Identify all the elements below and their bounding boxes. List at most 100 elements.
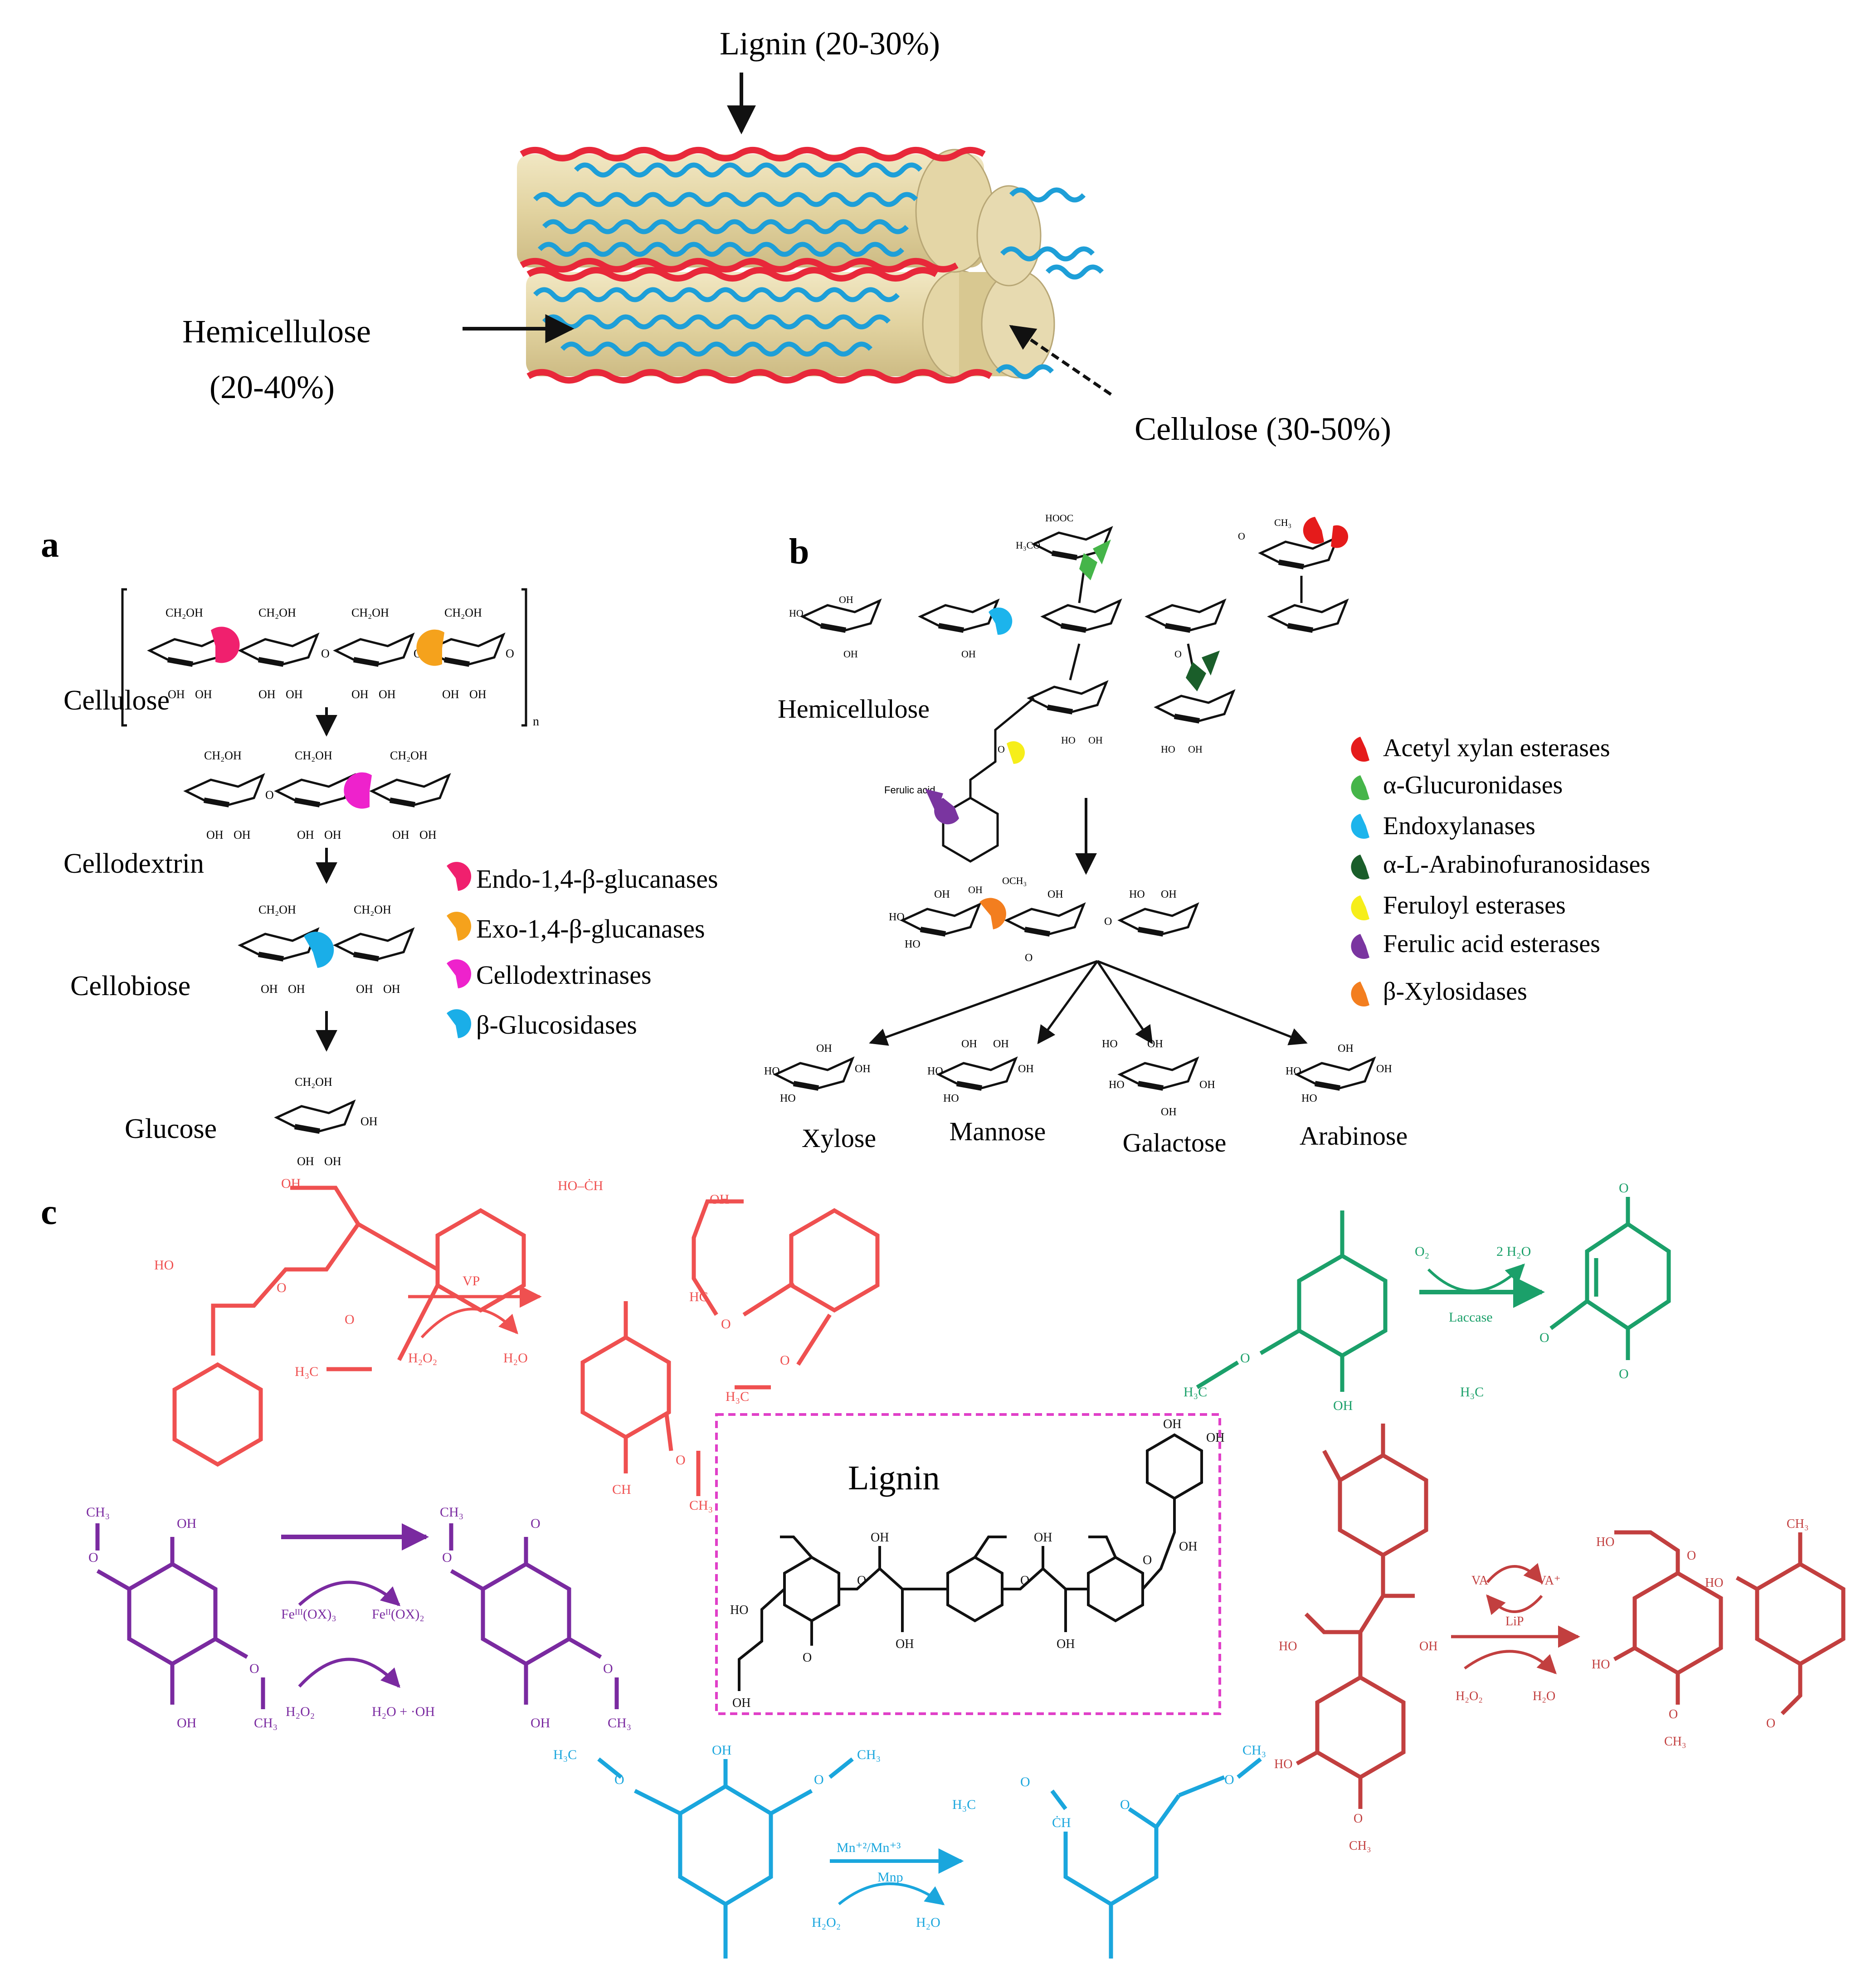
svg-text:O: O xyxy=(277,1280,287,1295)
svg-text:OH: OH xyxy=(839,594,853,605)
svg-text:O: O xyxy=(603,1661,613,1676)
hemicellulose-substrate-label: Hemicellulose xyxy=(778,694,930,724)
svg-text:HO: HO xyxy=(780,1093,796,1104)
svg-text:O: O xyxy=(1143,1553,1152,1567)
svg-text:OH: OH xyxy=(871,1531,889,1545)
endoxylanase-site-icon xyxy=(989,608,1013,635)
panel-c: c xyxy=(41,1176,1843,1959)
svg-text:OH: OH xyxy=(234,828,251,841)
svg-text:O: O xyxy=(265,788,274,802)
product-arabinose-label: Arabinose xyxy=(1300,1121,1408,1151)
glucuronidase-icon xyxy=(1351,775,1369,801)
hemicellulose-structure: HOOC H₃CO CH₃ O HO OH OH OH O O HO OH HO… xyxy=(789,512,1348,895)
svg-text:O: O xyxy=(676,1453,686,1468)
cellulose-label: Cellulose (30-50%) xyxy=(1135,411,1391,447)
svg-text:HO: HO xyxy=(1109,1079,1125,1091)
endo-glucanase-site-icon xyxy=(211,627,240,663)
beta-glucosidase-site-icon xyxy=(304,932,334,968)
mnp-reaction: Mn⁺²/Mn⁺³ Mnp H₂O₂ H₂O H₃C O OH O CH₃ H₃… xyxy=(553,1743,1266,1959)
svg-text:n: n xyxy=(533,715,539,729)
svg-text:O: O xyxy=(1687,1549,1696,1563)
svg-text:O: O xyxy=(1240,1351,1250,1366)
svg-text:HO: HO xyxy=(943,1093,959,1104)
step-cellodextrin-label: Cellodextrin xyxy=(63,848,204,879)
vp-enzyme-label: VP xyxy=(463,1273,480,1288)
svg-text:OH: OH xyxy=(1088,734,1103,746)
panel-b: b HOOC H₃CO CH₃ O HO xyxy=(764,512,1650,1157)
cellulose-pointer xyxy=(1009,325,1112,396)
svg-text:OH: OH xyxy=(297,828,314,841)
exo-glucanase-icon xyxy=(447,912,472,941)
svg-text:HC: HC xyxy=(689,1289,708,1304)
lip-reaction: VA VA⁺ LiP H₂O₂ H₂O HO OH HO O CH₃ HO O … xyxy=(1274,1424,1843,1853)
svg-text:CH₃: CH₃ xyxy=(1349,1839,1371,1853)
laccase-enzyme-label: Laccase xyxy=(1449,1310,1493,1325)
cellodextrinase-site-icon xyxy=(344,772,372,809)
svg-text:O: O xyxy=(1025,952,1033,964)
lignocellulose-fiber-illustration xyxy=(517,147,1104,384)
svg-text:O: O xyxy=(1619,1366,1629,1381)
panel-a: a n CH₂OH CH₂OH CH₂OH CH₂OH OH OH OH OH … xyxy=(41,525,718,1168)
svg-text:OH: OH xyxy=(1179,1540,1197,1554)
lignin-structure-box xyxy=(715,1413,1221,1715)
svg-text:O: O xyxy=(1766,1716,1775,1730)
svg-text:OH: OH xyxy=(392,828,409,841)
svg-text:OH: OH xyxy=(1163,1417,1181,1431)
svg-text:O: O xyxy=(1354,1812,1363,1826)
beta-xylosidase-icon xyxy=(1351,982,1369,1007)
hemicellulose-label-line2: (20-40%) xyxy=(209,369,335,405)
step-cellobiose-label: Cellobiose xyxy=(70,971,190,1001)
lignin-polymer-structure xyxy=(738,1433,1203,1691)
svg-text:OH: OH xyxy=(993,1038,1009,1050)
svg-text:OH: OH xyxy=(1047,889,1063,900)
svg-text:O: O xyxy=(321,647,330,660)
svg-text:CH₃: CH₃ xyxy=(689,1498,713,1513)
svg-text:CH₃: CH₃ xyxy=(608,1716,631,1730)
svg-text:OH: OH xyxy=(961,648,976,660)
svg-text:CH₂OH: CH₂OH xyxy=(444,606,482,619)
svg-text:O: O xyxy=(1120,1797,1130,1812)
svg-text:O: O xyxy=(1539,1330,1549,1345)
svg-text:Acetyl xylan esterases: Acetyl xylan esterases xyxy=(1383,734,1610,762)
svg-text:OH: OH xyxy=(281,1176,301,1191)
svg-text:HO: HO xyxy=(154,1258,174,1273)
svg-text:HO: HO xyxy=(789,608,804,619)
lignin-core-label: Lignin xyxy=(848,1459,940,1497)
svg-text:OH: OH xyxy=(1376,1063,1392,1075)
svg-text:Endoxylanases: Endoxylanases xyxy=(1383,812,1535,840)
svg-text:HO: HO xyxy=(730,1603,748,1617)
svg-text:OH: OH xyxy=(324,828,341,841)
vp-reaction: VP H₂O₂ H₂O OH HO O H₃C O HO–ĊH OH HC O … xyxy=(154,1176,877,1513)
svg-text:CH₃: CH₃ xyxy=(440,1505,463,1520)
svg-text:VA⁺: VA⁺ xyxy=(1537,1574,1561,1588)
svg-text:OH: OH xyxy=(1161,1106,1177,1118)
svg-text:Feruloyl esterases: Feruloyl esterases xyxy=(1383,891,1566,919)
cellulose-chain-structure: n CH₂OH CH₂OH CH₂OH CH₂OH OH OH OH OH OH… xyxy=(121,588,539,729)
svg-text:OH: OH xyxy=(1018,1063,1034,1075)
svg-text:O: O xyxy=(1669,1707,1678,1721)
svg-text:H₂O + ·OH: H₂O + ·OH xyxy=(372,1704,435,1719)
cellobiose-structure: CH₂OH CH₂OH OH OH OH OH O xyxy=(240,903,413,996)
svg-text:OH: OH xyxy=(258,688,276,701)
glucose-structure: CH₂OH OH OH OH xyxy=(277,1075,378,1168)
svg-text:OH: OH xyxy=(1206,1431,1224,1445)
product-mannose-label: Mannose xyxy=(950,1117,1046,1146)
svg-text:CH₂OH: CH₂OH xyxy=(258,606,296,619)
panel-a-legend: Endo-1,4-β-glucanases Exo-1,4-β-glucanas… xyxy=(447,862,718,1040)
svg-text:OH: OH xyxy=(195,688,212,701)
svg-text:OH: OH xyxy=(710,1192,729,1207)
svg-text:H₂O₂: H₂O₂ xyxy=(812,1915,841,1930)
hemicellulose-strands xyxy=(533,162,1104,379)
svg-text:OH: OH xyxy=(168,688,185,701)
svg-text:H₂O₂: H₂O₂ xyxy=(286,1704,315,1719)
svg-text:CH₃: CH₃ xyxy=(1664,1735,1686,1749)
svg-text:H₂O: H₂O xyxy=(1533,1689,1555,1703)
step-cellulose-label: Cellulose xyxy=(63,685,170,716)
svg-text:H₂O₂: H₂O₂ xyxy=(408,1351,437,1366)
svg-text:O: O xyxy=(614,1772,624,1787)
svg-text:Feᴵᴵ(OX)₂: Feᴵᴵ(OX)₂ xyxy=(372,1607,424,1622)
feruloyl-esterase-icon xyxy=(1351,895,1369,921)
svg-text:O: O xyxy=(803,1651,812,1665)
svg-text:O: O xyxy=(780,1353,790,1368)
